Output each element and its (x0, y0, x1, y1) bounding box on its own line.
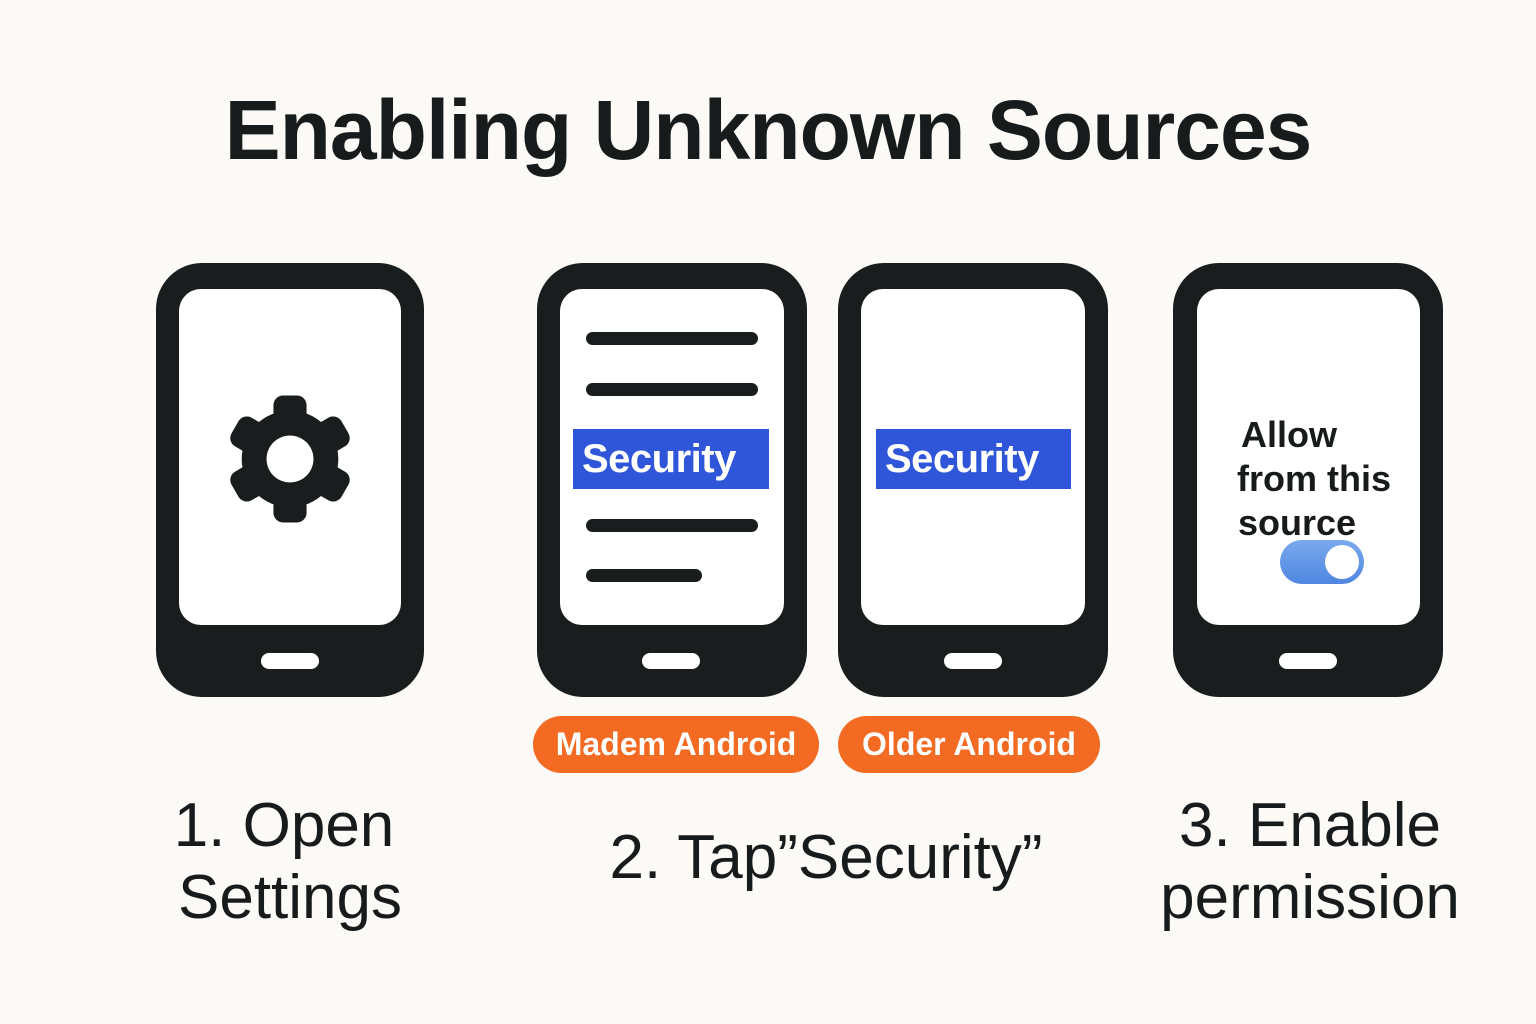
step-2-caption: 2. Tap”Security” (566, 822, 1086, 894)
step-1-line1: 1. Open (173, 791, 395, 860)
allow-from-source-label: Allow from this source (1237, 413, 1391, 545)
gear-icon (230, 395, 350, 523)
home-button (642, 653, 700, 669)
allow-line: source (1238, 502, 1357, 543)
security-menu-item[interactable]: Security (573, 429, 769, 489)
phone-screen (179, 289, 401, 625)
allow-line: from this (1237, 458, 1392, 499)
menu-line (586, 569, 702, 582)
menu-line (586, 332, 758, 345)
allow-line: Allow (1241, 414, 1337, 455)
home-button (1279, 653, 1337, 669)
badge-older-android: Older Android (838, 716, 1100, 773)
phone-screen: Allow from this source (1197, 289, 1420, 625)
allow-toggle[interactable] (1280, 540, 1364, 584)
home-button (261, 653, 319, 669)
phone-permission: Allow from this source (1173, 263, 1443, 697)
step-3-line1: 3. Enable (1179, 791, 1441, 860)
step-2-line1: 2. Tap”Security” (609, 823, 1043, 892)
phone-settings (156, 263, 424, 697)
phone-modern-android: Security (537, 263, 807, 697)
menu-line (586, 383, 758, 396)
menu-line (586, 519, 758, 532)
step-1-caption: 1. Open Settings (140, 790, 440, 934)
step-3-line2: permission (1160, 863, 1460, 932)
step-1-line2: Settings (177, 863, 403, 932)
security-menu-item[interactable]: Security (876, 429, 1071, 489)
home-button (944, 653, 1002, 669)
page-title: Enabling Unknown Sources (224, 83, 1313, 177)
badge-modern-android: Madem Android (533, 716, 819, 773)
phone-older-android: Security (838, 263, 1108, 697)
toggle-knob[interactable] (1325, 545, 1359, 579)
step-3-caption: 3. Enable permission (1145, 790, 1475, 934)
